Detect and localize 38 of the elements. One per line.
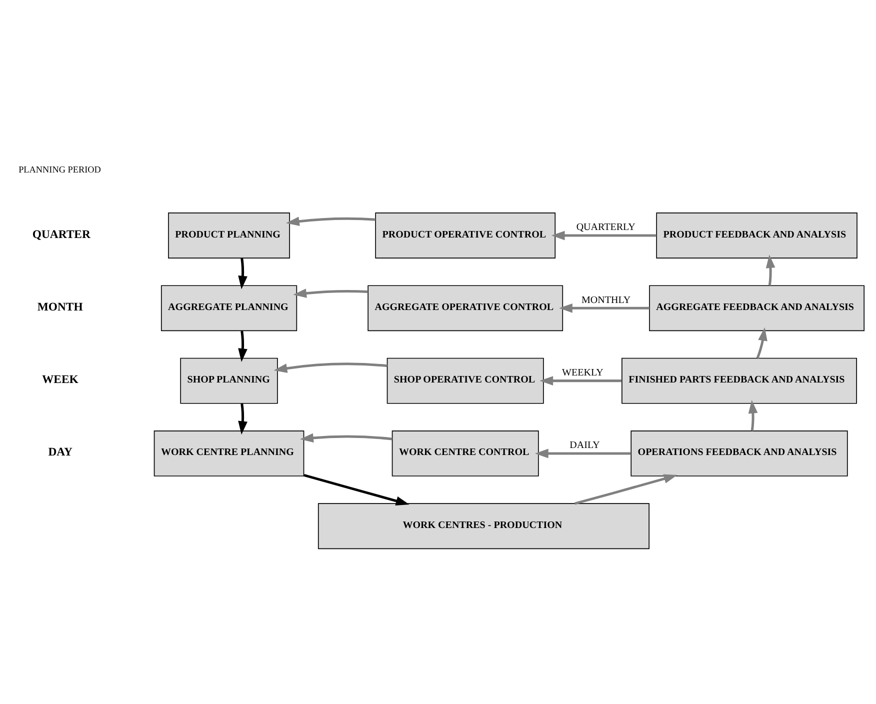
node-box: PRODUCT OPERATIVE CONTROL: [375, 212, 556, 258]
node-box: AGGREGATE FEEDBACK AND ANALYSIS: [649, 285, 865, 332]
label: PLANNING PERIOD: [18, 164, 101, 175]
arrow: [238, 404, 248, 435]
node-box: PRODUCT FEEDBACK AND ANALYSIS: [656, 212, 858, 258]
node-box: WORK CENTRES - PRODUCTION: [318, 503, 650, 550]
arrow: [766, 254, 776, 286]
edge-label: WEEKLY: [562, 367, 604, 378]
label: QUARTER: [32, 228, 90, 241]
edge-label: QUARTERLY: [576, 222, 636, 234]
node-box: OPERATIONS FEEDBACK AND ANALYSIS: [630, 430, 848, 476]
node-box: SHOP PLANNING: [180, 358, 278, 404]
node-box: FINISHED PARTS FEEDBACK AND ANALYSIS: [622, 358, 857, 404]
arrow: [540, 376, 622, 386]
arrow: [559, 303, 650, 313]
node-box: SHOP OPERATIVE CONTROL: [386, 358, 544, 404]
label: MONTH: [37, 300, 83, 314]
node-box: WORK CENTRE CONTROL: [392, 430, 539, 476]
arrow: [293, 288, 368, 298]
node-box: WORK CENTRE PLANNING: [154, 430, 304, 476]
arrow: [304, 474, 410, 506]
node-box: AGGREGATE PLANNING: [160, 285, 298, 332]
arrow: [238, 330, 248, 362]
label: DAY: [48, 446, 72, 459]
arrow: [756, 327, 768, 359]
label: WEEK: [42, 373, 78, 386]
arrow: [748, 400, 758, 431]
arrow: [534, 448, 631, 458]
edge-label: MONTHLY: [582, 294, 631, 306]
arrow: [551, 230, 656, 240]
node-box: AGGREGATE OPERATIVE CONTROL: [368, 285, 564, 332]
arrow: [574, 474, 678, 505]
arrow: [238, 258, 248, 290]
arrow: [286, 216, 376, 226]
arrow: [300, 433, 392, 443]
node-box: PRODUCT PLANNING: [168, 212, 290, 258]
edge-label: DAILY: [570, 440, 600, 452]
arrow: [274, 362, 388, 373]
